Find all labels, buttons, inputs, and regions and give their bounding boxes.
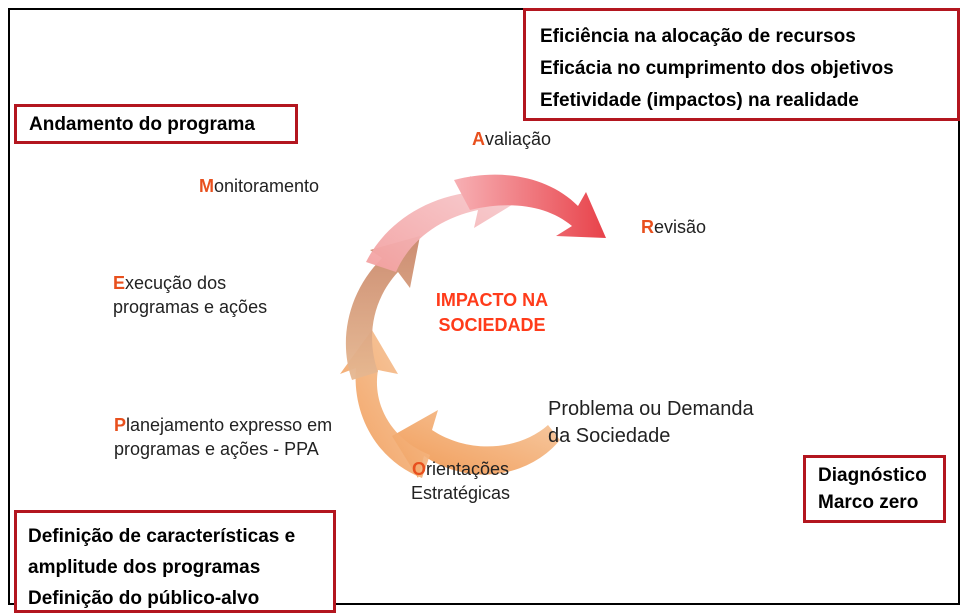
box-line: Diagnóstico	[818, 465, 927, 486]
box-line: Andamento do programa	[29, 114, 255, 135]
arrow-execucao	[345, 236, 420, 380]
box-andamento: Andamento do programa	[14, 104, 298, 144]
step-revisao: Revisão	[641, 215, 706, 239]
box-line: Marco zero	[818, 492, 919, 513]
step-problema: Problema ou Demanda da Sociedade	[548, 396, 754, 450]
step-text: valiação	[485, 129, 552, 149]
step-orientacoes: Orientações Estratégicas	[411, 457, 510, 505]
box-line: Definição de características e	[28, 526, 296, 547]
box-line: Eficácia no cumprimento dos objetivos	[540, 58, 894, 79]
step-text: Problema ou Demanda	[548, 398, 754, 420]
step-initial: R	[641, 217, 654, 237]
arrow-avaliacao	[454, 174, 606, 238]
box-diagnostico: Diagnóstico Marco zero	[803, 455, 946, 523]
step-text: Estratégicas	[411, 483, 511, 503]
step-initial: E	[113, 273, 126, 293]
step-text: rientações	[426, 459, 510, 479]
step-initial: P	[114, 415, 127, 435]
box-line: Efetividade (impactos) na realidade	[540, 90, 859, 111]
arrow-problema	[392, 410, 560, 478]
step-initial: A	[472, 129, 485, 149]
step-text: programas e ações	[113, 297, 268, 317]
step-execucao: Execução dos programas e ações	[113, 271, 267, 319]
center-label: IMPACTO NA SOCIEDADE	[392, 288, 592, 338]
step-monitoramento: Monitoramento	[199, 174, 319, 198]
box-efficiency: Eficiência na alocação de recursos Eficá…	[523, 8, 960, 121]
step-text: lanejamento expresso em	[126, 415, 333, 435]
center-line: SOCIEDADE	[438, 315, 546, 335]
step-text: programas e ações - PPA	[114, 439, 319, 459]
step-text: xecução dos	[125, 273, 227, 293]
step-initial: M	[199, 176, 214, 196]
box-line: amplitude dos programas	[28, 557, 261, 578]
step-text: da Sociedade	[548, 425, 671, 447]
box-line: Eficiência na alocação de recursos	[540, 26, 856, 47]
box-line: Definição do público-alvo	[28, 588, 260, 609]
step-initial: O	[411, 459, 426, 479]
box-definicao: Definição de características e amplitude…	[14, 510, 336, 613]
step-text: onitoramento	[214, 176, 320, 196]
step-planejamento: Planejamento expresso em programas e açõ…	[114, 413, 332, 461]
step-avaliacao: Avaliação	[472, 127, 551, 151]
step-text: evisão	[654, 217, 707, 237]
center-line: IMPACTO NA	[435, 290, 549, 310]
